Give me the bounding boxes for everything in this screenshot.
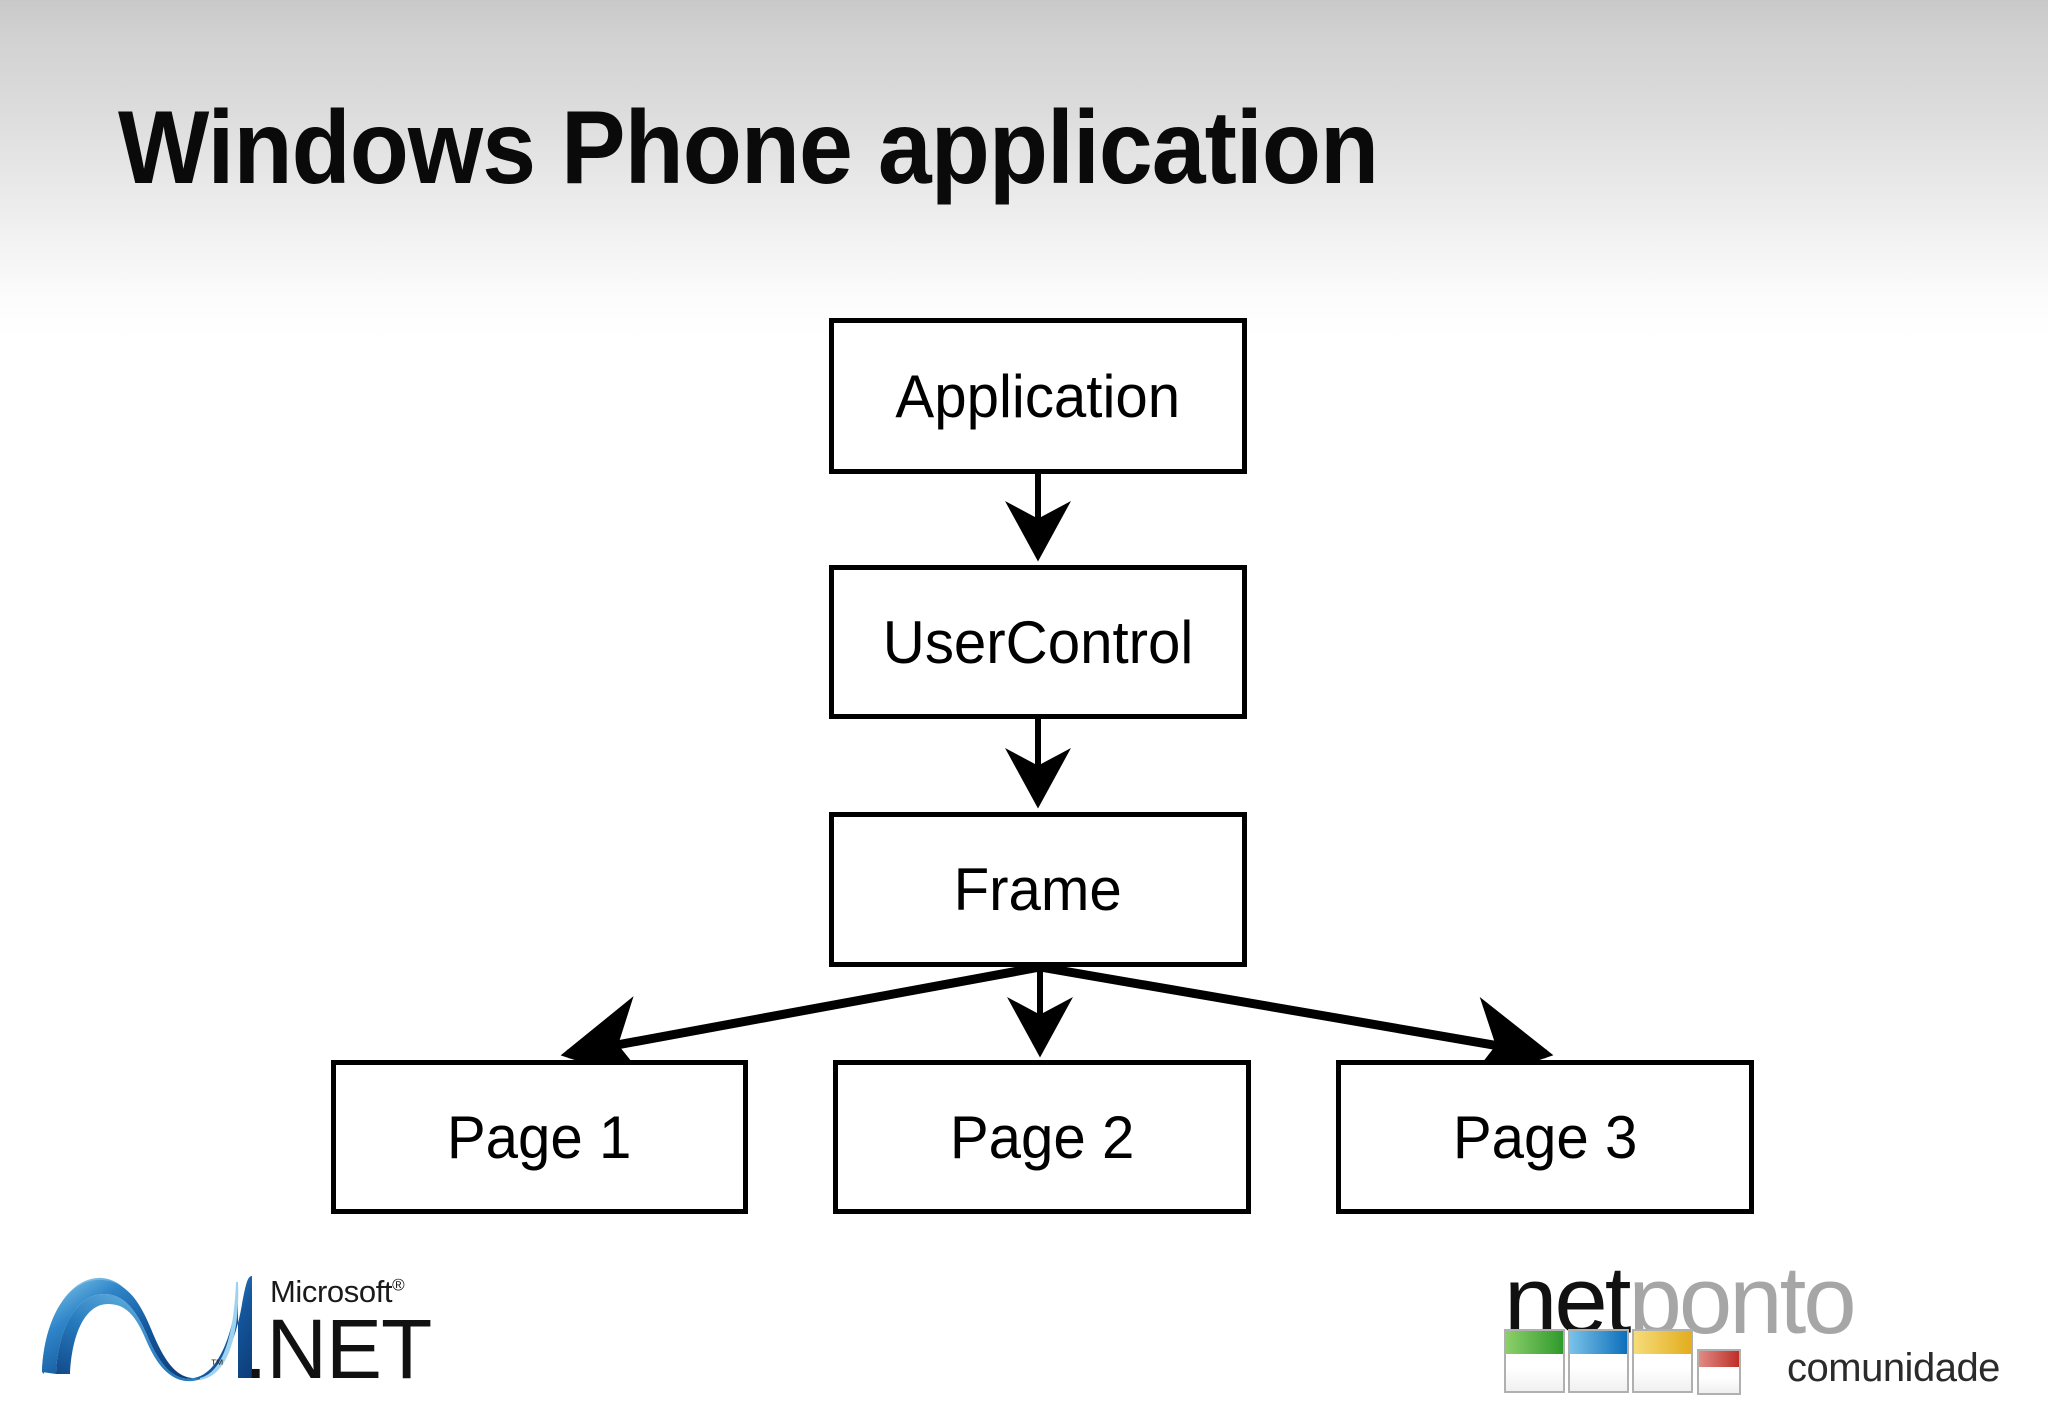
netponto-tile-red bbox=[1697, 1349, 1741, 1395]
netponto-comunidade-label: comunidade bbox=[1787, 1346, 2000, 1390]
netponto-tile-blue bbox=[1568, 1329, 1629, 1393]
dotnet-net-label: .NET bbox=[244, 1302, 432, 1396]
node-application[interactable]: Application bbox=[829, 318, 1247, 474]
netponto-tile-green bbox=[1504, 1329, 1565, 1393]
edge-frame-page1 bbox=[560, 962, 1041, 1085]
node-page-3-label: Page 3 bbox=[1452, 1103, 1638, 1171]
microsoft-dotnet-logo: Microsoft® .NET ™ bbox=[42, 1272, 432, 1400]
node-page-2[interactable]: Page 2 bbox=[833, 1060, 1251, 1214]
node-page-3[interactable]: Page 3 bbox=[1336, 1060, 1754, 1214]
dotnet-microsoft-label: Microsoft bbox=[270, 1274, 393, 1309]
netponto-tile-green-bar bbox=[1506, 1331, 1563, 1354]
netponto-tile-yellow bbox=[1632, 1329, 1693, 1393]
registered-mark-icon: ® bbox=[392, 1275, 405, 1295]
node-page-1[interactable]: Page 1 bbox=[331, 1060, 748, 1214]
edge-frame-page3 bbox=[1039, 962, 1554, 1086]
netponto-tile-yellow-bar bbox=[1634, 1331, 1691, 1354]
node-usercontrol[interactable]: UserControl bbox=[829, 565, 1247, 719]
netponto-tile-blue-bar bbox=[1570, 1331, 1627, 1354]
dotnet-microsoft-text: Microsoft® bbox=[270, 1274, 405, 1310]
netponto-logo: netponto comunidade bbox=[1504, 1253, 2024, 1413]
netponto-tile-red-bar bbox=[1699, 1351, 1739, 1367]
node-frame[interactable]: Frame bbox=[829, 812, 1247, 967]
trademark-mark-icon: ™ bbox=[210, 1356, 224, 1372]
node-application-label: Application bbox=[895, 362, 1181, 430]
node-frame-label: Frame bbox=[953, 856, 1123, 923]
page-title: Windows Phone application bbox=[118, 90, 1379, 206]
node-page-2-label: Page 2 bbox=[949, 1103, 1135, 1171]
node-page-1-label: Page 1 bbox=[447, 1103, 632, 1171]
dotnet-swoosh-icon bbox=[42, 1276, 252, 1382]
node-usercontrol-label: UserControl bbox=[882, 608, 1194, 676]
